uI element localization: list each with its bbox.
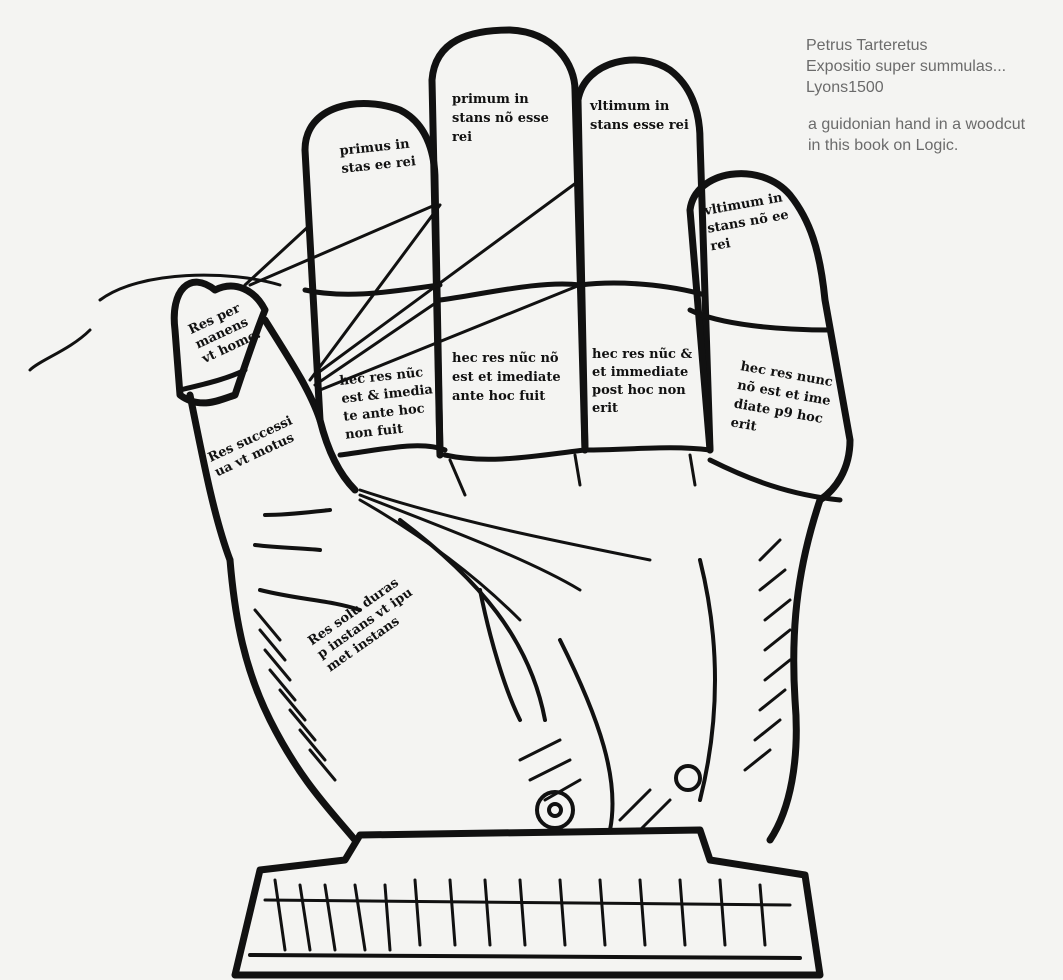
little-mid-line: erit — [729, 415, 757, 434]
ring-mid-line: post hoc non — [592, 383, 686, 398]
connecting-lines — [28, 178, 652, 622]
middle-mid-inscription: hec res nũc nõ est et imediate ante hoc … — [452, 351, 561, 404]
source-caption: Petrus Tarteretus Expositio super summul… — [806, 35, 1006, 98]
note-line-2: in this book on Logic. — [808, 137, 959, 154]
caption-title: Expositio super summulas... — [806, 58, 1007, 75]
pedestal — [231, 826, 824, 979]
little-tip-line: rei — [709, 236, 731, 254]
middle-mid-line: hec res nũc nõ — [452, 351, 559, 366]
ring-tip-inscription: vltimum in stans esse rei — [589, 99, 689, 133]
ring-mid-line: erit — [592, 401, 618, 416]
index-mid-line: non fuit — [344, 422, 403, 443]
thumb-mid-inscription: Res successi ua vt motus — [206, 414, 297, 481]
ring-mid-line: et immediate — [592, 365, 688, 380]
index-mid-inscription: hec res nũc est & imedia te ante hoc non… — [339, 365, 434, 443]
middle-mid-line: ante hoc fuit — [452, 389, 545, 404]
index-tip-line: primus in — [339, 137, 411, 159]
hand-outline — [170, 26, 854, 844]
little-tip-inscription: vltimum in stans nõ ee rei — [702, 190, 790, 254]
ring-mid-inscription: hec res nũc & et immediate post hoc non … — [592, 347, 692, 416]
middle-tip-line: stans nõ esse — [452, 111, 549, 126]
description-note: a guidonian hand in a woodcut in this bo… — [808, 114, 1025, 156]
index-tip-inscription: primus in stas ee rei — [339, 137, 417, 177]
middle-tip-line: primum in — [452, 92, 529, 107]
middle-mid-line: est et imediate — [452, 370, 561, 385]
palm-inscription: Res solu duras p instans vt ipu met inst… — [305, 575, 415, 675]
ring-tip-line: stans esse rei — [590, 118, 689, 133]
note-line-1: a guidonian hand in a woodcut — [808, 116, 1026, 133]
little-mid-inscription: hec res nunc nõ est et ime diate p9 hoc … — [729, 359, 834, 434]
middle-tip-line: rei — [452, 130, 472, 145]
middle-tip-inscription: primum in stans nõ esse rei — [452, 92, 549, 145]
palm-creases — [253, 508, 717, 832]
caption-place-year: Lyons1500 — [806, 79, 884, 96]
hatching — [253, 453, 792, 832]
caption-author: Petrus Tarteretus — [806, 37, 928, 54]
ring-mid-line: hec res nũc & — [592, 347, 692, 362]
ring-tip-line: vltimum in — [589, 99, 670, 114]
eyelets — [535, 764, 702, 830]
